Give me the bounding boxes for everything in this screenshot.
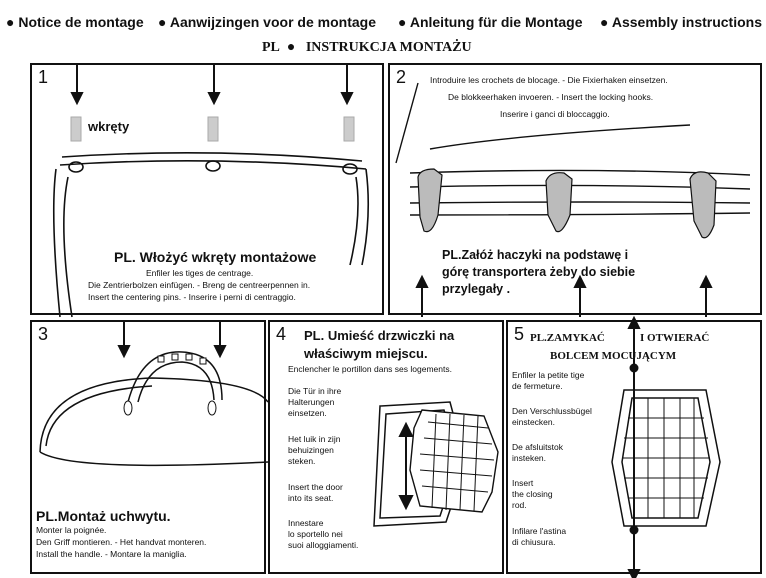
step-3-line-en-it: Install the handle. - Montare la manigli… [36,549,187,559]
step-1-line-fr: Enfiler les tiges de centrage. [146,268,254,278]
step-4-line: lo sportello nei [288,529,343,539]
step-2-pl-text-1: PL.Załóż haczyki na podstawę i [442,248,629,262]
step-2-line-3: Inserire i ganci di bloccaggio. [500,109,610,119]
step-5-line: the closing [512,489,553,499]
header-item-fr: ● Notice de montage [6,14,144,30]
header-item-de: ● Anleitung für die Montage [398,14,583,30]
step-4-line-fr: Enclencher le portillon dans ses logemen… [288,364,452,374]
step-2-pl-text-3: przylegały . [442,282,511,296]
step-4-line: Het luik in zijn [288,434,341,444]
panel-step-3: 3 PL.Montaż uchwytu. Monter la poignée. … [30,320,269,574]
panel-step-4: 4 PL. Umieść drzwiczki na właściwym miej… [268,320,504,574]
step-5-line: insteken. [512,453,547,463]
step-5-pl-text-3: BOLCEM MOCUJĄCYM [550,350,677,362]
step-4-line: behuizingen [288,445,334,455]
step-3-line-de-nl: Den Griff montieren. - Het handvat monte… [36,537,207,547]
step-1-line-de-nl: Die Zentrierbolzen einfügen. - Breng de … [88,280,311,290]
screw-label: wkręty [88,119,130,134]
step-2-line-1: Introduire les crochets de blocage. - Di… [430,75,668,85]
header-item-nl: ● Aanwijzingen voor de montage [158,14,376,30]
panel-step-5: 5 PL.ZAMYKAĆ I OTWIERAĆ BOLCEM MOCUJĄCYM… [506,315,762,578]
step-5-line: Den Verschlussbügel [512,406,592,416]
pl-title: PL ● INSTRUKCJA MONTAŻU [262,38,472,55]
step-5-line: Infilare l'astina [512,526,567,536]
hooks-illustration [395,82,751,317]
step-4-line: Die Tür in ihre [288,386,342,396]
step-2-pl-text-2: górę transportera żeby do siebie [442,265,636,279]
door-illustration [373,401,499,527]
panel-step-2: 2 Introduire les crochets de blocage. - … [388,63,762,317]
handle-illustration [39,322,269,467]
pins-illustration [52,65,370,318]
closing-rod-illustration [611,315,721,578]
step-5-line: einstecken. [512,417,555,427]
step-3-line-fr: Monter la poignée. [36,525,107,535]
step-5-line: Insert [512,478,534,488]
step-1-line-en-it: Insert the centering pins. - Inserire i … [88,292,296,302]
step-4-pl-text-1: PL. Umieść drzwiczki na [304,328,455,343]
step-4-line: Innestare [288,518,324,528]
step-5-line: rod. [512,500,527,510]
step-5-line: de fermeture. [512,381,563,391]
step-5-line: di chiusura. [512,537,556,547]
panel-step-1: 1 wkręty PL. Włożyć wkręty montażowe E [30,63,384,318]
step-number: 1 [38,67,49,87]
step-4-line: einsetzen. [288,408,327,418]
step-1-pl-text: PL. Włożyć wkręty montażowe [114,249,317,265]
step-4-line: Insert the door [288,482,343,492]
step-3-pl-text: PL.Montaż uchwytu. [36,508,171,524]
step-4-pl-text-2: właściwym miejscu. [304,346,428,361]
step-5-pl-text-1: PL.ZAMYKAĆ [530,332,605,344]
step-number: 4 [276,324,287,344]
header-item-en: ● Assembly instructions [600,14,762,30]
step-number: 2 [396,67,407,87]
step-4-line: into its seat. [288,493,334,503]
step-5-line: De afsluitstok [512,442,564,452]
step-5-pl-text-2: I OTWIERAĆ [640,332,710,344]
step-4-line: suoi alloggiamenti. [288,540,359,550]
step-2-line-2: De blokkeerhaken invoeren. - Insert the … [448,92,654,102]
step-number: 3 [38,324,49,344]
step-number: 5 [514,324,525,344]
step-4-line: steken. [288,456,316,466]
header: ● Notice de montage ● Aanwijzingen voor … [0,4,766,34]
step-5-line: Enfiler la petite tige [512,370,585,380]
step-4-line: Halterungen [288,397,335,407]
